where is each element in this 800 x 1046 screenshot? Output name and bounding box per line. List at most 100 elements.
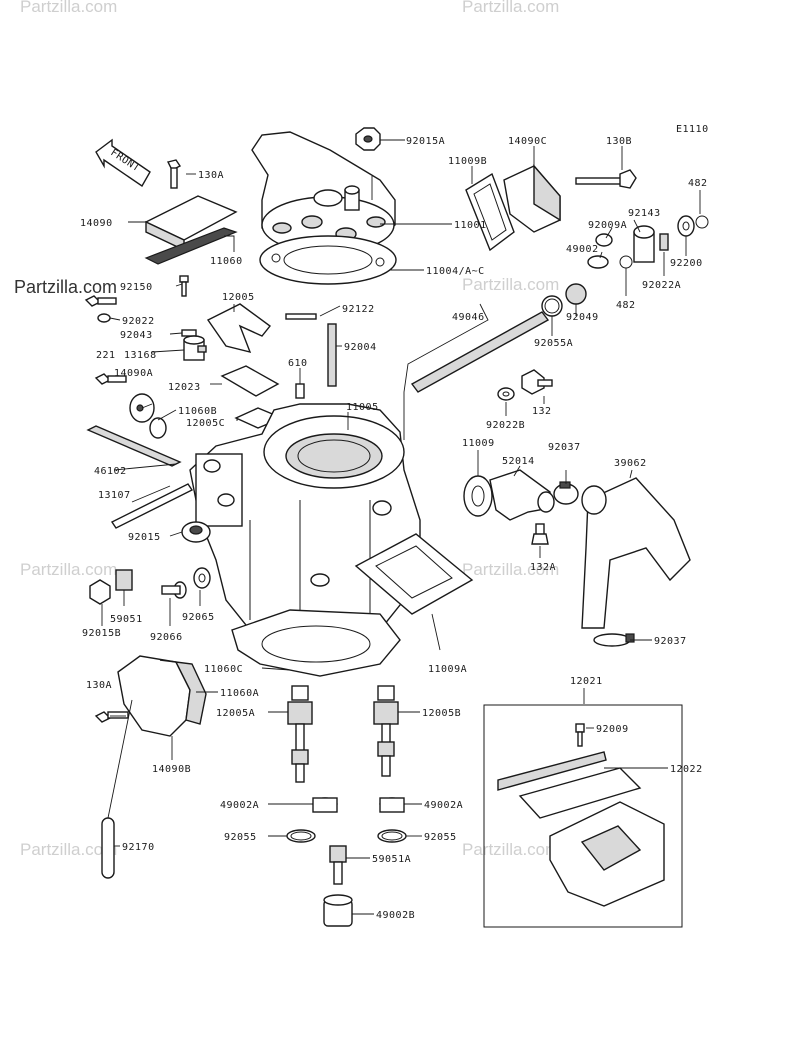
hose-39062 [581, 477, 691, 629]
clip-482a [695, 215, 709, 229]
part-label: 92009A [588, 220, 627, 231]
stud-92122 [285, 313, 317, 320]
part-label: 39062 [614, 458, 647, 469]
part-label: 12023 [168, 382, 201, 393]
part-label: 132A [530, 562, 556, 573]
fitting-52014 [489, 469, 555, 521]
part-label: 12021 [570, 676, 603, 687]
valve-13168 [183, 335, 207, 361]
diagram-code: E1110 [676, 124, 709, 135]
washer-92009A [595, 233, 613, 247]
part-label: 92122 [342, 304, 375, 315]
part-label: 92022 [122, 316, 155, 327]
clip-482b [619, 255, 633, 269]
watermarks: Partzilla.com Partzilla.com Partzilla.co… [14, 0, 559, 859]
part-label: 11060A [220, 688, 259, 699]
bolt-221 [94, 373, 127, 385]
part-label: 130A [198, 170, 224, 181]
part-label: 52014 [502, 456, 535, 467]
part-label: 130B [606, 136, 632, 147]
part-label: 610 [288, 358, 308, 369]
bolt-92066 [161, 581, 187, 599]
dowel-610 [295, 383, 305, 399]
head-gasket [259, 235, 397, 285]
part-label: 92055 [424, 832, 457, 843]
part-label: 46102 [94, 466, 127, 477]
part-label: 49002A [220, 800, 259, 811]
reed-12022 [497, 751, 642, 819]
watermark-text: Partzilla.com [20, 560, 117, 579]
part-label: 12005C [186, 418, 225, 429]
oring-92055-left [286, 829, 316, 843]
part-label: 92055 [224, 832, 257, 843]
watermark-text: Partzilla.com [14, 277, 117, 297]
part-label: 482 [616, 300, 636, 311]
part-label: 92037 [548, 442, 581, 453]
part-label: 11004/A~C [426, 266, 485, 277]
reed-block [549, 801, 665, 907]
bolt-92022 [84, 295, 117, 323]
valve-12005B [373, 685, 399, 777]
part-label: 92043 [120, 330, 153, 341]
part-label: 14090 [80, 218, 113, 229]
pin-92043 [181, 329, 197, 337]
part-label: 92015B [82, 628, 121, 639]
head-nut [355, 127, 381, 151]
gear-59051 [115, 569, 133, 591]
part-label: 11005 [346, 402, 379, 413]
cylinder [189, 403, 421, 647]
part-label: 49002A [424, 800, 463, 811]
cover-14090C [503, 164, 561, 233]
part-label: 12022 [670, 764, 703, 775]
shaft-49046 [410, 311, 550, 393]
stud-92004 [327, 323, 337, 387]
part-label: 92009 [596, 724, 629, 735]
part-label: 92037 [654, 636, 687, 647]
guide-12023 [220, 365, 280, 397]
gear-59051A [329, 845, 347, 885]
reed-assembly-box [483, 704, 683, 928]
part-label: 49002B [376, 910, 415, 921]
part-label: 92004 [344, 342, 377, 353]
part-label: 59051 [110, 614, 143, 625]
part-label: 13107 [98, 490, 131, 501]
watermark-text: Partzilla.com [462, 840, 559, 859]
rod-13107 [110, 483, 194, 529]
seal-92049 [565, 283, 587, 305]
bolt-130A-bottom [94, 711, 129, 723]
holder-92143 [633, 225, 655, 263]
gasket-11009B [465, 172, 515, 252]
part-label: 12005A [216, 708, 255, 719]
watermark-text: Partzilla.com [462, 560, 559, 579]
watermark-text: Partzilla.com [462, 275, 559, 294]
washer-92200 [677, 215, 695, 237]
part-label: 11009B [448, 156, 487, 167]
part-labels: 92015A 14090C 130B 11009B 482 130A 11001… [80, 136, 707, 921]
part-label: 11060 [210, 256, 243, 267]
part-label: 11001 [454, 220, 487, 231]
part-label: 92150 [120, 282, 153, 293]
reed-gasket [354, 533, 474, 615]
oring-92055A [541, 295, 563, 317]
leader-lines [101, 139, 701, 915]
front-arrow-icon: FRONT [95, 138, 151, 188]
bolt-132 [521, 369, 553, 395]
bolt-130A-top [166, 159, 182, 189]
part-label: 130A [86, 680, 112, 691]
bushing-49002A-left [312, 797, 338, 813]
part-label: 92143 [628, 208, 661, 219]
guide-12005 [206, 303, 272, 354]
part-label: 12005 [222, 292, 255, 303]
nut-92015 [181, 521, 211, 543]
bolt-132A [531, 523, 549, 545]
part-label: 92170 [122, 842, 155, 853]
part-label: 14090A [114, 368, 153, 379]
part-label: 14090C [508, 136, 547, 147]
bolt-130B [575, 169, 637, 189]
part-label: 11060B [178, 406, 217, 417]
cover-14090B [117, 655, 207, 737]
part-label: 11009A [428, 664, 467, 675]
washer-92065 [193, 567, 211, 589]
part-label: 12005B [422, 708, 461, 719]
part-label: 92065 [182, 612, 215, 623]
